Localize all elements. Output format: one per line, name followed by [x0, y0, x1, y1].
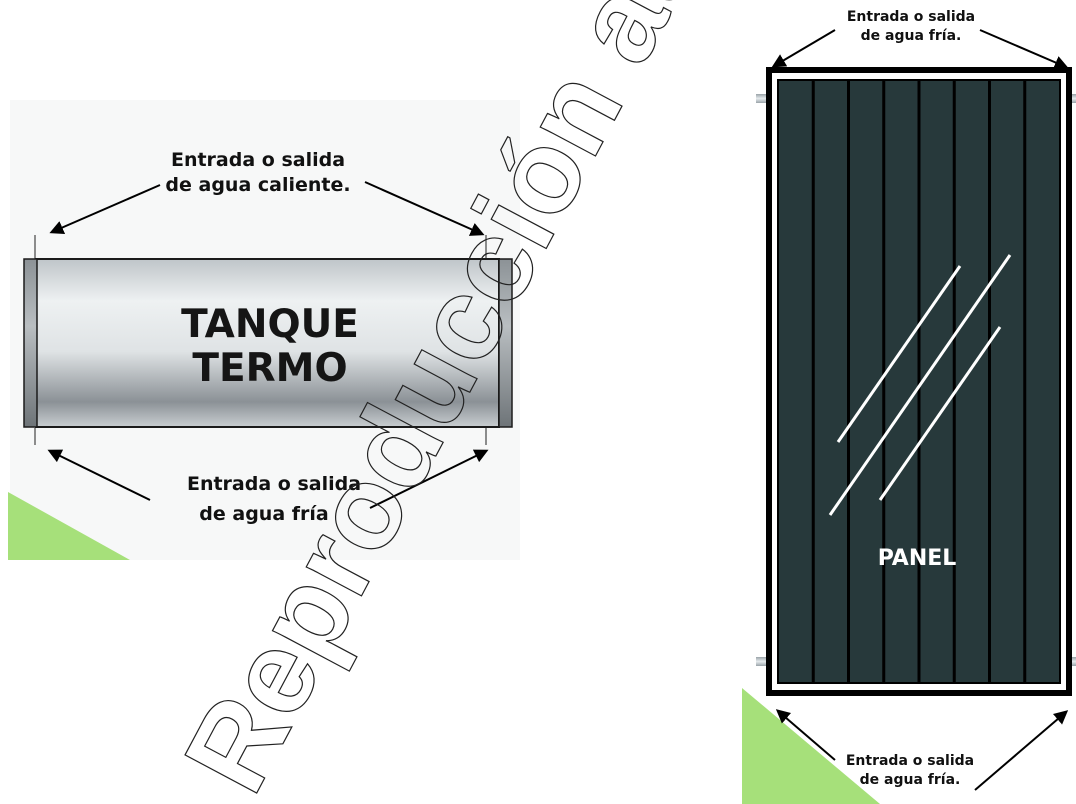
hot-right-arrow: [364, 181, 485, 236]
tank-title: TANQUE: [181, 302, 359, 347]
panel-stripes: [811, 80, 1027, 683]
hot-left-arrow: [49, 184, 161, 234]
panel-top-left-arrow: [771, 29, 836, 68]
panel-top-right-arrow: [979, 29, 1069, 70]
panel-pipe: [756, 657, 771, 666]
panel-reflection-line: [878, 326, 1002, 501]
tank-group: TANQUE TERMO Entrada o salida de agua ca…: [8, 100, 520, 560]
tank-body: [35, 258, 500, 428]
tank-cold-label-line1: Entrada o salida: [187, 473, 361, 495]
cold-left-arrow: [47, 449, 151, 501]
tank-green-wedge: [8, 492, 130, 560]
panel-title: PANEL: [878, 546, 957, 571]
tank-cold-label-line2: de agua fría: [199, 503, 328, 525]
tank-left-cap: [23, 258, 38, 428]
panel-bottom-label-line2: de agua fría.: [860, 772, 961, 788]
panel-bottom-label-line1: Entrada o salida: [846, 753, 974, 769]
tank-right-cap: [498, 258, 513, 428]
panel-bottom-right-arrow: [974, 710, 1069, 791]
panel-top-label-line1: Entrada o salida: [847, 9, 975, 25]
panel-reflection-line: [828, 254, 1012, 516]
hot-water-label-line1: Entrada o salida: [171, 149, 345, 171]
cold-right-arrow: [369, 449, 489, 509]
panel-reflection-line: [836, 265, 962, 443]
hot-water-label-line2: de agua caliente.: [165, 174, 350, 196]
tank-title-line2: TERMO: [192, 346, 347, 391]
panel-group: PANEL Entrada o salida de agua fría. Ent…: [742, 9, 1076, 804]
panel-bottom-left-arrow: [775, 709, 836, 761]
panel-top-label-line2: de agua fría.: [861, 28, 962, 44]
panel-pipe: [756, 94, 771, 103]
